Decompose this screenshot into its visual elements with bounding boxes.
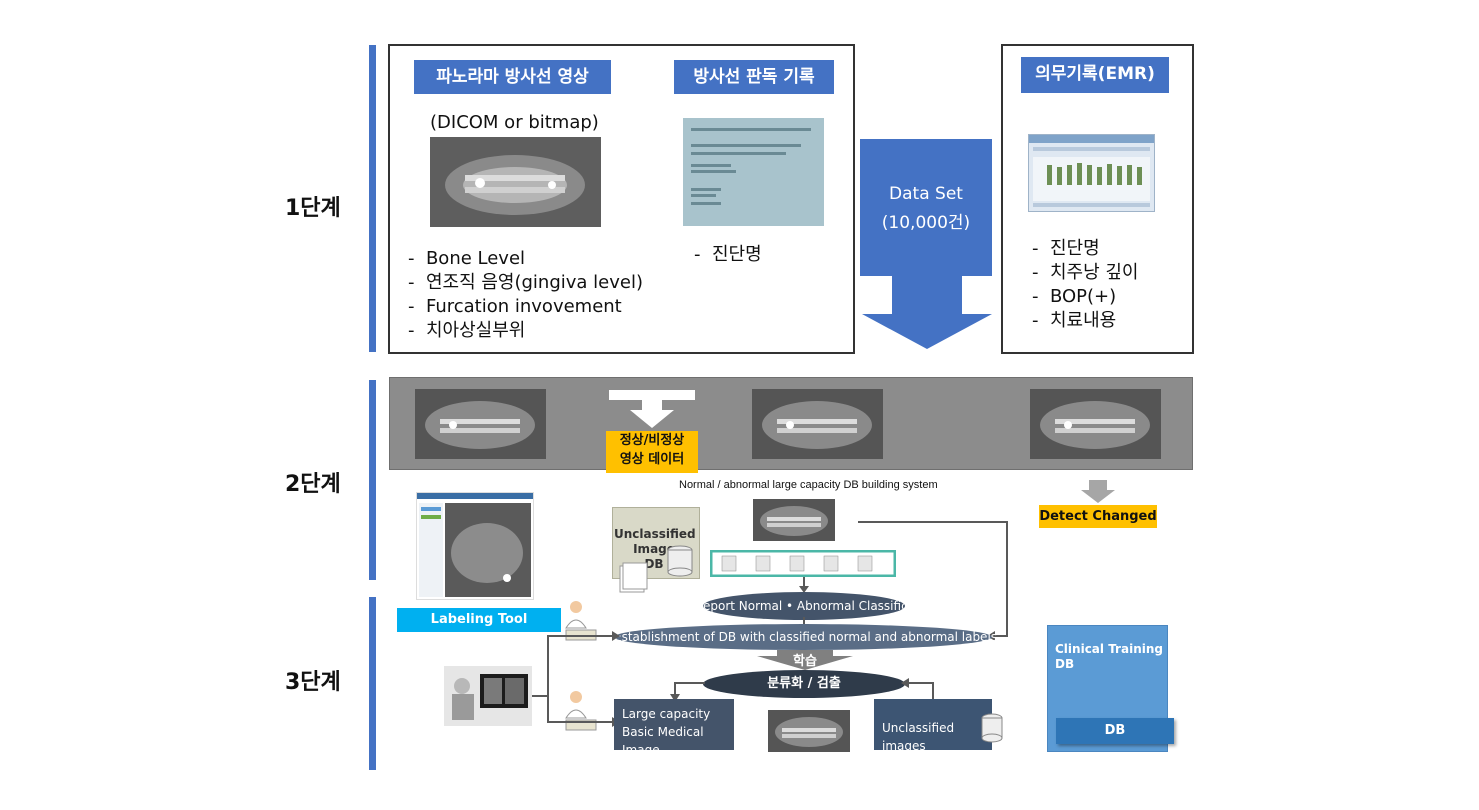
stage3-bar <box>369 597 376 770</box>
stage2-label: 2단계 <box>285 472 341 497</box>
xray-thumb-3 <box>1030 389 1161 459</box>
list-item: Furcation invovement <box>408 295 643 319</box>
doctor-icon-bottom <box>562 688 598 732</box>
clinical-training-line2: DB <box>1055 657 1075 671</box>
emr-tag: 의무기록(EMR) <box>1021 57 1169 93</box>
learning-label: 학습 <box>793 654 817 669</box>
report-classification-disc: eport Normal • Abnormal Classificatio <box>703 592 905 620</box>
database-cylinder-icon-2 <box>980 713 1004 743</box>
clinical-training-label: Clinical Training DB <box>1055 642 1163 672</box>
stage3-label: 3단계 <box>285 670 341 695</box>
white-down-arrow <box>607 390 697 430</box>
emr-bullets: 진단명 치주낭 깊이 BOP(+) 치료내용 <box>1032 237 1139 333</box>
large-capacity-box: Large capacity Basic Medical Image <box>614 699 734 757</box>
stage2-bar <box>369 380 376 580</box>
yellow-label-line1: 정상/비정상 <box>619 433 685 448</box>
paper-stack-icon <box>618 560 648 594</box>
format-note: (DICOM or bitmap) <box>430 112 599 133</box>
film-strip <box>709 549 897 578</box>
yellow-label-line2: 영상 데이터 <box>619 452 685 467</box>
radiology-report-image <box>683 118 824 226</box>
list-item: 치주낭 깊이 <box>1032 261 1139 285</box>
detect-changed-label: Detect Changed <box>1039 505 1157 528</box>
panoramic-xray-tag: 파노라마 방사선 영상 <box>414 60 611 94</box>
clinical-training-line1: Clinical Training <box>1055 642 1163 656</box>
list-item: 연조직 음영(gingiva level) <box>408 271 643 295</box>
list-item: 진단명 <box>1032 237 1138 261</box>
classify-detect-disc: 분류화 / 검출 <box>703 670 905 698</box>
xray-thumb-bottom <box>768 710 850 752</box>
list-item: 진단명 <box>694 243 762 267</box>
unclassified-images-box: Unclassified images <box>874 699 992 753</box>
dataset-label-line1: Data Set <box>889 184 963 204</box>
database-cylinder-icon <box>666 545 694 577</box>
dataset-label-line2: (10,000건) <box>881 213 971 233</box>
xray-thumb-2 <box>752 389 883 459</box>
list-item: BOP(+) <box>1032 285 1138 309</box>
classify-connectors <box>665 676 945 702</box>
left-connectors <box>530 628 620 728</box>
establishment-disc: Establishment of DB with classified norm… <box>614 624 997 650</box>
radiologist-photo <box>444 666 532 726</box>
system-caption: Normal / abnormal large capacity DB buil… <box>679 479 938 491</box>
large-capacity-line1: Large capacity <box>622 707 711 721</box>
unclassified-db-label: Unclassified Image DB <box>614 527 696 572</box>
labeling-tool-screenshot <box>416 492 534 600</box>
stage1-middle-bullets: 진단명 <box>694 243 762 267</box>
panoramic-xray-image <box>430 137 601 227</box>
list-item: Bone Level <box>408 247 643 271</box>
db-label-box: DB <box>1056 718 1174 744</box>
dataset-arrow <box>860 139 994 350</box>
learning-arrow <box>757 650 853 670</box>
stage1-label: 1단계 <box>285 196 341 221</box>
radiology-record-tag: 방사선 판독 기록 <box>674 60 834 94</box>
unclassified-db-line2: Image <box>633 542 675 556</box>
large-capacity-line2: Basic Medical Image <box>622 725 704 757</box>
list-item: 치아상실부위 <box>408 319 643 343</box>
unclassified-db-line1: Unclassified <box>614 527 696 541</box>
xray-thumb-1 <box>415 389 546 459</box>
list-item: 치료내용 <box>1032 309 1138 333</box>
emr-screen-image <box>1028 134 1155 212</box>
grey-down-arrow <box>1080 480 1116 504</box>
normal-abnormal-data-label: 정상/비정상 영상 데이터 <box>606 431 698 473</box>
stage1-bar <box>369 45 376 352</box>
unclassified-db-line3: DB <box>644 557 664 571</box>
labeling-tool-button[interactable]: Labeling Tool <box>397 608 561 632</box>
flow-arrow-1 <box>798 577 810 593</box>
xray-thumb-flow <box>753 499 835 541</box>
stage1-left-bullets: Bone Level 연조직 음영(gingiva level) Furcati… <box>408 247 643 343</box>
